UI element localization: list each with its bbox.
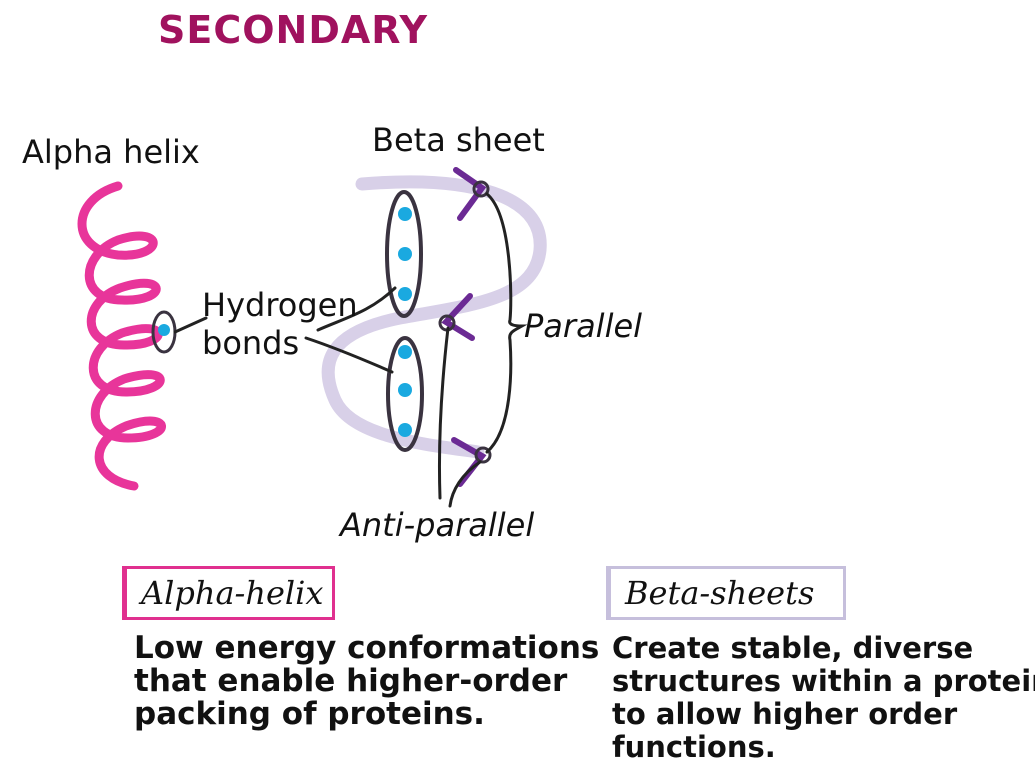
anti-parallel-label: Anti-parallel — [340, 506, 535, 544]
pointer-hbond-bottom — [304, 336, 394, 374]
beta-hbond-oval-bottom — [386, 336, 424, 452]
bond-dot — [398, 345, 412, 359]
description-line: to allow higher order — [612, 697, 958, 731]
page-title: SECONDARY — [158, 8, 428, 52]
hydrogen-bonds-label-line2: bonds — [202, 324, 300, 362]
strand-arrowheads — [441, 167, 487, 487]
pointer-helix — [173, 316, 208, 334]
bond-dot — [398, 287, 412, 301]
beta-sheet-label: Beta sheet — [372, 121, 545, 159]
arrowhead-bottom — [451, 437, 487, 487]
parallel-brace — [485, 192, 528, 454]
beta-sheets-heading: Beta-sheets — [625, 574, 815, 612]
beta-hbond-dots — [398, 207, 412, 437]
arrowhead-middle — [441, 293, 475, 341]
pointer-hbond-top — [316, 286, 397, 332]
helix-hbond-dot — [158, 324, 170, 336]
anti-parallel-line-right — [448, 460, 482, 508]
anti-parallel-line-left — [437, 326, 450, 500]
arrowhead-top — [453, 167, 487, 221]
beta-sheet-ribbon — [321, 175, 547, 459]
bond-dot — [398, 207, 412, 221]
strand-end-circle — [472, 180, 490, 198]
alpha-helix-heading: Alpha-helix — [141, 574, 324, 612]
description-line: Low energy conformations — [134, 630, 600, 666]
hydrogen-bonds-label-line1: Hydrogen — [202, 286, 358, 324]
description-line: structures within a protein — [612, 664, 1035, 698]
beta-hbond-oval-top — [385, 190, 423, 318]
description-line: functions. — [612, 730, 776, 764]
description-line: Create stable, diverse — [612, 631, 974, 665]
alpha-helix-label: Alpha helix — [22, 133, 200, 171]
description-line: that enable higher-order — [134, 663, 568, 699]
bond-dot — [398, 423, 412, 437]
description-line: packing of proteins. — [134, 696, 485, 732]
alpha-helix-description: Low energy conformations that enable hig… — [134, 632, 599, 731]
beta-sheets-description: Create stable, diverse structures within… — [612, 632, 1035, 764]
alpha-helix-coil — [77, 181, 166, 491]
strand-end-circle — [474, 446, 492, 464]
parallel-label: Parallel — [524, 307, 643, 345]
pointer-lines — [173, 192, 528, 508]
beta-sheets-heading-box: Beta-sheets — [606, 566, 846, 620]
bond-dot — [398, 383, 412, 397]
bond-dot — [398, 247, 412, 261]
alpha-helix-heading-box: Alpha-helix — [122, 566, 335, 620]
